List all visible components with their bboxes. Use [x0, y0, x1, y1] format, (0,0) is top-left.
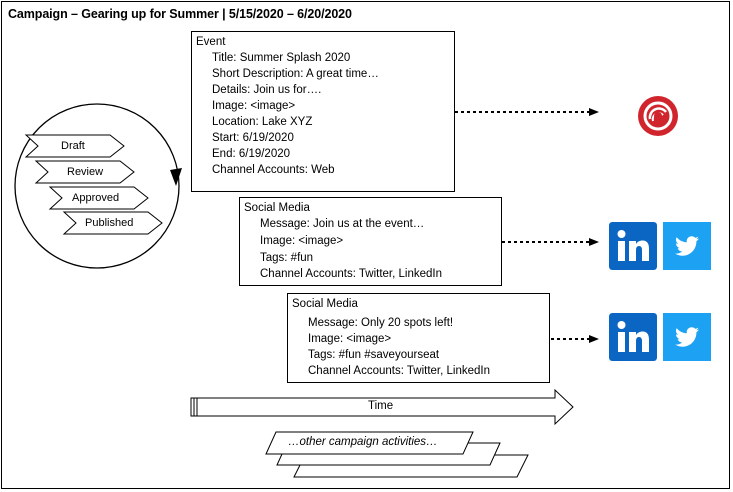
event-line: Location: Lake XYZ: [212, 116, 313, 128]
event-line: Image: <image>: [212, 100, 296, 112]
stage-chevron-draft: [24, 134, 125, 158]
activity-card-front: [265, 431, 474, 455]
stage-label-approved: Approved: [72, 192, 120, 204]
event-header: Event: [196, 36, 226, 48]
social2-line: Message: Only 20 spots left!: [308, 317, 454, 329]
other-activities-label: …other campaign activities…: [288, 436, 438, 448]
stage-label-published: Published: [85, 217, 134, 229]
timeline-arrow: [190, 388, 574, 426]
event-line: Short Description: A great time…: [212, 68, 379, 80]
linkedin-logo-icon: [609, 222, 657, 270]
social2-header: Social Media: [292, 298, 358, 310]
stage-chevrons: [24, 134, 163, 235]
stage-label-review: Review: [67, 166, 104, 178]
stage-label-draft: Draft: [61, 140, 85, 152]
social1-line: Message: Join us at the event…: [260, 218, 425, 230]
linkedin-logo-icon: [609, 313, 657, 361]
twitter-logo-icon: [663, 313, 711, 361]
social2-line: Tags: #fun #saveyourseat: [308, 349, 440, 361]
stage-chevron-published: [62, 211, 163, 235]
stage-chevron-review: [34, 160, 135, 184]
social-media-box-1: Social Media Message: Join us at the eve…: [239, 197, 502, 286]
stage-chevron-approved: [48, 186, 149, 210]
lifecycle-arrowhead: [170, 168, 182, 186]
event-line: Details: Join us for….: [212, 84, 322, 96]
social1-line: Image: <image>: [260, 235, 344, 247]
social-media-box-2: Social Media Message: Only 20 spots left…: [287, 293, 550, 383]
event-line: Start: 6/19/2020: [212, 132, 294, 144]
twitter-logo-icon: [663, 222, 711, 270]
campaign-title: Campaign – Gearing up for Summer | 5/15/…: [8, 7, 352, 21]
social1-header: Social Media: [244, 202, 310, 214]
social1-line: Channel Accounts: Twitter, LinkedIn: [260, 268, 442, 280]
sitecore-logo-icon: [638, 96, 678, 136]
event-box: Event Title: Summer Splash 2020 Short De…: [191, 31, 455, 192]
timeline-label: Time: [368, 400, 394, 412]
event-line: End: 6/19/2020: [212, 148, 291, 160]
social2-line: Image: <image>: [308, 333, 392, 345]
social2-line: Channel Accounts: Twitter, LinkedIn: [308, 365, 490, 377]
event-line: Channel Accounts: Web: [212, 164, 335, 176]
social1-line: Tags: #fun: [260, 252, 314, 264]
event-line: Title: Summer Splash 2020: [212, 52, 351, 64]
lifecycle-circle: [14, 103, 180, 269]
